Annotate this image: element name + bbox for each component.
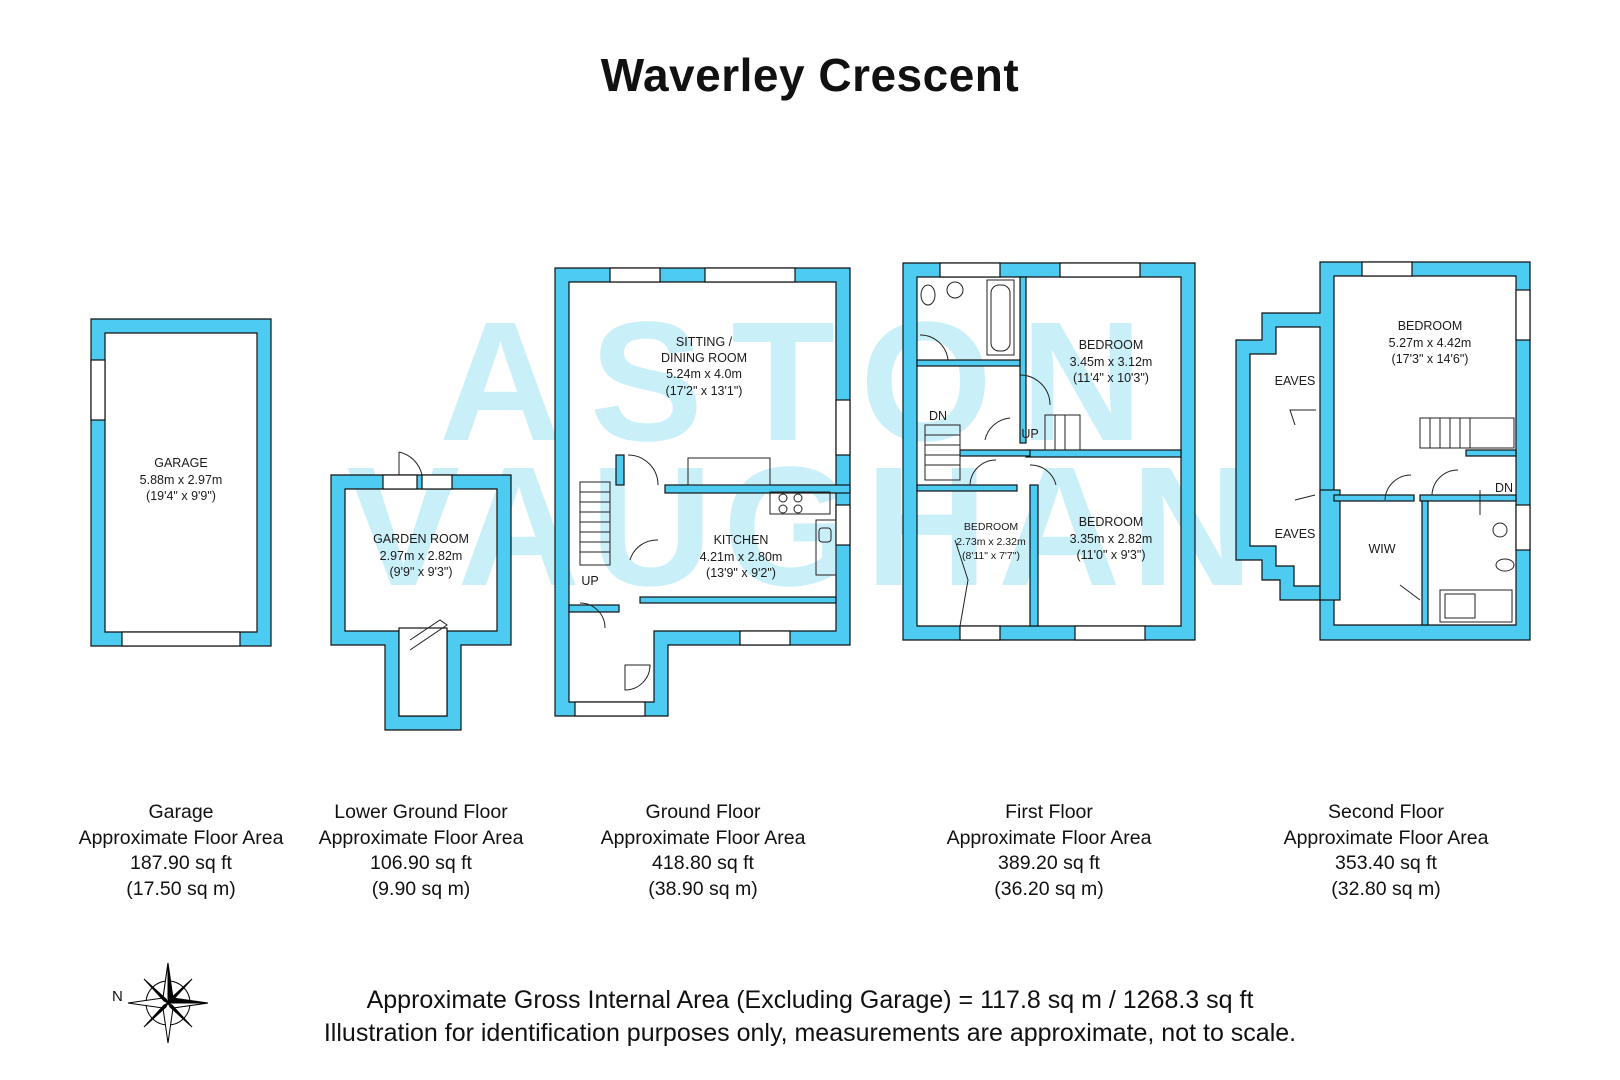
footer: Approximate Gross Internal Area (Excludi…: [0, 984, 1620, 1050]
first-floor-plan: [902, 262, 1196, 641]
bedroom-first-b-name: BEDROOM: [964, 521, 1018, 533]
bedroom-first-b-size-m: 2.73m x 2.32m: [956, 536, 1026, 548]
floor-area-sqft: 353.40 sq ft: [1335, 852, 1437, 874]
compass-north-label: N: [112, 988, 123, 1005]
garage-size-m: 5.88m x 2.97m: [140, 473, 223, 487]
lower-ground-floor-plan: [330, 474, 512, 731]
floor-area-garage: Garage Approximate Floor Area 187.90 sq …: [51, 800, 311, 902]
floor-name: Lower Ground Floor: [334, 801, 508, 823]
ground-floor-plan: [554, 267, 851, 717]
floor-name: Garage: [148, 801, 214, 823]
floor-area-sqft: 187.90 sq ft: [130, 852, 232, 874]
garden-room-name: GARDEN ROOM: [373, 532, 469, 546]
garden-room-size-ft: (9'9" x 9'3"): [390, 565, 453, 579]
floor-area-sqm: (32.80 sq m): [1331, 877, 1441, 900]
floor-area-sqft: 418.80 sq ft: [652, 852, 754, 874]
stairs-down-first: DN: [929, 409, 947, 423]
bedroom-second-name: BEDROOM: [1398, 319, 1463, 333]
wiw-label: WIW: [1368, 542, 1395, 556]
bedroom-first-b-size-ft: (8'11" x 7'7"): [962, 550, 1020, 562]
floor-area-label: Approximate Floor Area: [600, 826, 806, 849]
sitting-room-size-ft: (17'2" x 13'1"): [666, 384, 743, 398]
floor-name: Second Floor: [1328, 801, 1444, 823]
room-labels: GARAGE 5.88m x 2.97m (19'4" x 9'9") GARD…: [140, 319, 1513, 588]
floor-area-label: Approximate Floor Area: [946, 826, 1152, 849]
disclaimer: Illustration for identification purposes…: [323, 1019, 1297, 1047]
bedroom-first-a-name: BEDROOM: [1079, 338, 1144, 352]
stairs-down-second: DN: [1495, 481, 1513, 495]
plan-fixtures: [398, 279, 1515, 691]
eaves-top-label: EAVES: [1275, 374, 1316, 388]
stairs-up-first: UP: [1021, 427, 1038, 441]
floor-area-ground: Ground Floor Approximate Floor Area 418.…: [573, 800, 833, 902]
page-title: Waverley Crescent: [600, 49, 1020, 101]
kitchen-name: KITCHEN: [714, 533, 769, 547]
floor-area-sqm: (9.90 sq m): [371, 877, 471, 900]
bedroom-first-c-size-ft: (11'0" x 9'3"): [1076, 548, 1145, 562]
floor-area-second: Second Floor Approximate Floor Area 353.…: [1256, 800, 1516, 902]
floor-area-first: First Floor Approximate Floor Area 389.2…: [919, 800, 1179, 902]
floor-area-sqm: (17.50 sq m): [126, 877, 236, 900]
kitchen-size-m: 4.21m x 2.80m: [700, 550, 783, 564]
floor-area-sqft: 389.20 sq ft: [998, 852, 1100, 874]
sitting-room-name-1: SITTING /: [676, 335, 733, 349]
garage-size-ft: (19'4" x 9'9"): [146, 489, 216, 503]
bedroom-second-size-ft: (17'3" x 14'6"): [1392, 352, 1469, 366]
garden-room-size-m: 2.97m x 2.82m: [380, 549, 463, 563]
floor-area-sqm: (36.20 sq m): [994, 877, 1104, 900]
floor-area-sqft: 106.90 sq ft: [370, 852, 472, 874]
bedroom-first-a-size-ft: (11'4" x 10'3"): [1073, 371, 1149, 385]
floor-area-label: Approximate Floor Area: [1283, 826, 1489, 849]
floor-area-label: Approximate Floor Area: [318, 826, 524, 849]
floor-area-label: Approximate Floor Area: [78, 826, 284, 849]
compass-rose-icon: [127, 962, 208, 1044]
garage-name: GARAGE: [154, 456, 208, 470]
floor-name: Ground Floor: [645, 801, 761, 823]
floor-name: First Floor: [1005, 801, 1093, 823]
sitting-room-size-m: 5.24m x 4.0m: [666, 367, 742, 381]
sitting-room-name-2: DINING ROOM: [661, 351, 747, 365]
kitchen-size-ft: (13'9" x 9'2"): [706, 566, 776, 580]
second-floor-plan: [1235, 261, 1531, 641]
floor-area-sqm: (38.90 sq m): [648, 877, 758, 900]
gross-internal-area: Approximate Gross Internal Area (Excludi…: [366, 986, 1254, 1014]
eaves-bottom-label: EAVES: [1275, 527, 1316, 541]
bedroom-first-c-name: BEDROOM: [1079, 515, 1144, 529]
bedroom-first-a-size-m: 3.45m x 3.12m: [1070, 355, 1153, 369]
garage-plan: [90, 318, 272, 647]
bedroom-second-size-m: 5.27m x 4.42m: [1389, 336, 1472, 350]
floor-area-lower-ground: Lower Ground Floor Approximate Floor Are…: [291, 800, 551, 902]
stairs-up-ground: UP: [581, 574, 598, 588]
bedroom-first-c-size-m: 3.35m x 2.82m: [1070, 532, 1153, 546]
